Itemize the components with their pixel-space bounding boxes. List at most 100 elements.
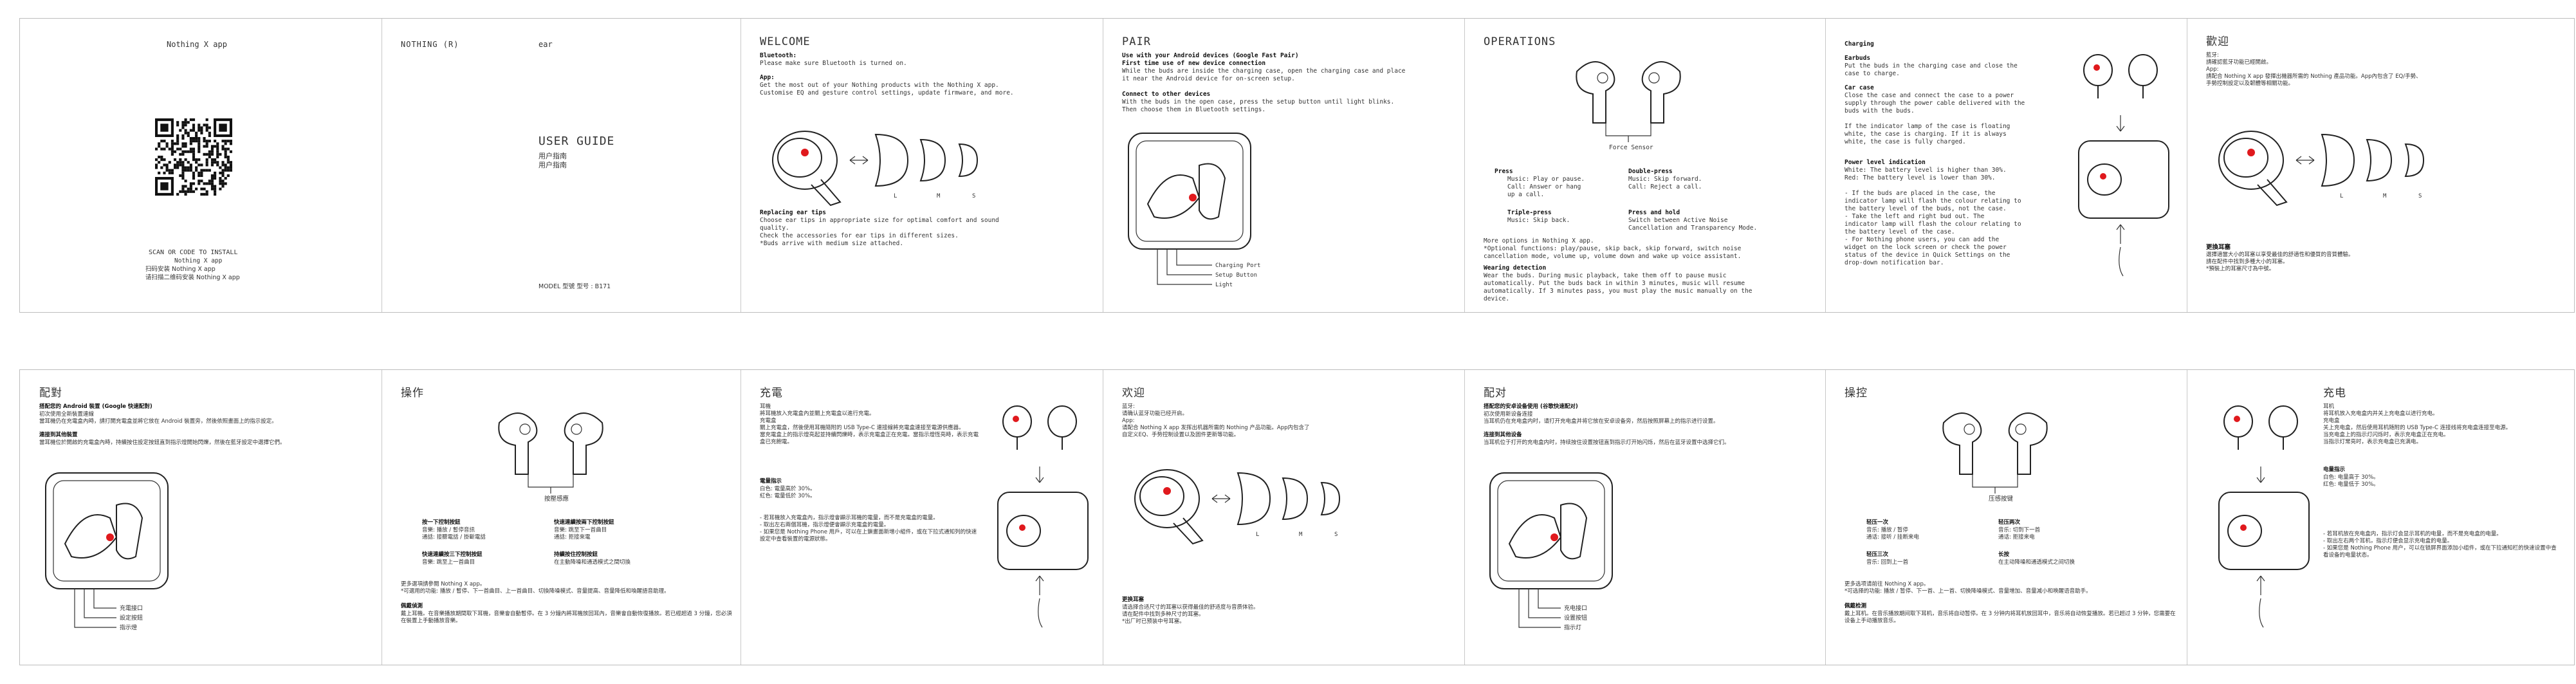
open-case-illustration: Charging Port Setup Button Light (1128, 133, 1260, 288)
other-devices-text: With the buds in the open case, press th… (1122, 98, 1395, 113)
manual-sheet-top: Nothing X app SCAN OR CODE TO INSTALL No… (19, 18, 2575, 313)
wearing-heading-tc: 佩戴偵測 (401, 603, 423, 609)
press-hold-text: Switch between Active Noise Cancellation… (1628, 217, 1758, 232)
fast-pair-heading-tc: 搭配您的 Android 裝置 (Google 快速配對) (39, 403, 152, 410)
scan-label-cn2: 请扫描二维码安装 Nothing X app (145, 274, 240, 281)
triple-press-text-sc: 音乐: 回到上一首 (1866, 559, 1909, 566)
first-use-text: While the buds are inside the charging c… (1122, 68, 1406, 82)
callout-charging-port-tc: 充電接口 (120, 604, 143, 612)
bluetooth-text: Please make sure Bluetooth is turned on. (760, 60, 907, 67)
callout-charging-port: Charging Port (1215, 263, 1260, 269)
power-notes-sc: - 若耳机放在充电盒内，指示灯会显示耳机的电量，而不是充电盒的电量。 - 取出左… (2323, 531, 2557, 559)
ear-tips-heading: Replacing ear tips (760, 209, 826, 216)
tip-size-s-sc: S (1334, 531, 1338, 538)
brand-logo: NOTHING (R) (401, 40, 459, 49)
other-devices-heading-sc: 连接到其他设备 (1484, 432, 1522, 438)
press-text: Music: Play or pause. Call: Answer or ha… (1507, 176, 1585, 198)
charging-illustration-sc (2218, 405, 2310, 628)
tip-size-m-sc: M (1299, 531, 1303, 538)
tip-size-s-tc: S (2418, 193, 2422, 199)
app-heading: App: (760, 74, 775, 81)
welcome-title-tc: 歡迎 (2206, 35, 2229, 48)
wearing-text: Wear the buds. During music playback, ta… (1484, 272, 1753, 302)
bluetooth-heading: Bluetooth: (760, 52, 797, 59)
guide-cn2: 用户指南 (538, 161, 567, 169)
earbuds-heading: Earbuds (1845, 55, 1871, 62)
tip-size-m-tc: M (2383, 193, 2387, 199)
app-text: Get the most out of your Nothing product… (760, 82, 1014, 97)
wearing-text-tc: 戴上耳機。在音樂播放期間取下耳機，音樂會自動暫停。在 3 分鐘內將耳機放回耳內，… (401, 611, 732, 624)
double-press-heading-tc: 快速連續按兩下控制按鈕 (554, 519, 614, 526)
press-hold-heading-sc: 长按 (1998, 551, 2010, 558)
double-press-text: Music: Skip forward. Call: Reject a call… (1628, 176, 1702, 190)
ear-tips-text: Choose ear tips in appropriate size for … (760, 217, 999, 247)
first-use-heading: First time use of new device connection (1122, 60, 1266, 67)
guide-cn1: 用户指南 (538, 152, 567, 160)
single-press-text-sc: 音乐: 播放 / 暂停 通话: 接听 / 挂断来电 (1866, 527, 1919, 541)
earbuds-illustration (1576, 61, 1681, 142)
double-press-heading: Double-press (1628, 168, 1673, 175)
first-use-text-sc: 初次使用新设备连接 当耳机仍在充电盒内时，请打开充电盒并将它放在安卓设备旁，然后… (1484, 411, 1719, 425)
ear-tip-illustration: L M S (772, 131, 979, 207)
triple-press-heading: Triple-press (1507, 209, 1552, 216)
earbuds-illustration-tc (498, 412, 603, 494)
wearing-heading-sc: 佩戴检测 (1845, 603, 1867, 609)
user-guide-title: USER GUIDE (538, 134, 615, 148)
scan-label: SCAN OR CODE TO INSTALL (149, 249, 238, 256)
wearing-heading: Wearing detection (1484, 264, 1547, 272)
scan-label-cn1: 扫码安装 Nothing X app (145, 266, 216, 273)
power-notes-tc: - 若耳機放入充電盒內，指示燈會顯示耳機的電量，而不是充電盒的電量。 - 取出左… (760, 515, 977, 542)
power-level-heading-sc: 电量指示 (2323, 467, 2346, 473)
charging-title: Charging (1845, 41, 1874, 48)
triple-press-text: Music: Skip back. (1507, 217, 1570, 224)
press-hold-heading: Press and hold (1628, 209, 1680, 216)
tip-size-l-sc: L (1256, 531, 1259, 538)
ear-tips-text-sc: 请选择合适尺寸的耳塞以获得最佳的舒适度与音质体验。 请在配件中找到多种尺寸的耳塞… (1122, 604, 1259, 625)
callout-light-sc: 指示灯 (1564, 624, 1581, 631)
more-options-text: More options in Nothing X app. *Optional… (1484, 237, 1742, 260)
operations-title-sc: 操控 (1845, 387, 1868, 400)
fast-pair-heading: Use with your Android devices (Google Fa… (1122, 52, 1299, 59)
ear-tips-heading-tc: 更換耳塞 (2206, 244, 2231, 251)
press-hold-text-sc: 在主动降噪和通透模式之间切换 (1998, 559, 2075, 566)
operations-title: OPERATIONS (1484, 35, 1556, 48)
earbuds-text: Put the buds in the charging case and cl… (1845, 62, 2018, 77)
app-name: Nothing X app (174, 257, 223, 264)
fast-pair-heading-sc: 搭配您的安卓设备使用 (谷歌快速配对) (1484, 403, 1578, 410)
pair-title-sc: 配对 (1484, 387, 1507, 400)
qr-code (155, 118, 232, 196)
manual-sheet-bottom: 配對 搭配您的 Android 裝置 (Google 快速配對) 初次使用全新裝… (19, 369, 2575, 665)
callout-setup-button-tc: 設定按鈕 (120, 614, 143, 622)
double-press-heading-sc: 轻压两次 (1998, 519, 2021, 526)
tip-size-l-tc: L (2340, 193, 2343, 199)
callout-setup-button: Setup Button (1215, 272, 1257, 279)
wearing-text-sc: 戴上耳机。在音乐播放期间取下耳机，音乐将自动暂停。在 3 分钟内将耳机放回耳中，… (1845, 611, 2176, 624)
double-press-text-sc: 音乐: 切到下一首 通话: 拒接来电 (1998, 527, 2041, 541)
operations-title-tc: 操作 (401, 387, 424, 400)
single-press-heading-sc: 轻压一次 (1866, 519, 1889, 526)
brand-label: Nothing X app (167, 40, 227, 49)
charging-illustration (2078, 54, 2169, 277)
other-devices-heading-tc: 連接到其他裝置 (39, 432, 78, 438)
earbuds-illustration-sc (1942, 412, 2048, 494)
welcome-text-tc: 藍牙: 請確認藍牙功能已經開啟。 App: 請配合 Nothing X app … (2206, 52, 2422, 87)
triple-press-text-tc: 音樂: 跳至上一首曲目 (422, 559, 475, 566)
charging-text-sc: 耳机 将耳机放入充电盒内并关上充电盒以进行充电。 充电盒 关上充电盒，然后使用耳… (2323, 403, 2512, 445)
tip-size-l: L (894, 193, 897, 199)
force-sensor-label-sc: 压感按键 (1989, 495, 2014, 503)
case-text: Close the case and connect the case to a… (1845, 92, 2025, 145)
callout-light: Light (1215, 282, 1233, 288)
welcome-title-sc: 欢迎 (1122, 387, 1145, 400)
triple-press-heading-tc: 快速連續按三下控制按鈕 (422, 551, 483, 558)
ear-tips-text-tc: 選擇適當大小的耳塞以享受最佳的舒適性和優質的音質體驗。 請在配件中找到多種大小的… (2206, 252, 2354, 272)
press-hold-heading-tc: 持續按住控制按鈕 (554, 551, 598, 558)
more-options-text-sc: 更多选项请前往 Nothing X app。 *可选择的功能: 播放 / 暂停、… (1845, 581, 2092, 595)
press-heading: Press (1495, 168, 1513, 175)
callout-charging-port-sc: 充电接口 (1564, 604, 1587, 612)
single-press-text-tc: 音樂: 播放 / 暫停音訊 通話: 接聽電話 / 掛斷電話 (422, 527, 486, 541)
pair-title: PAIR (1122, 35, 1151, 48)
tip-size-m: M (937, 193, 941, 199)
model-number: MODEL 型號 型号 : B171 (538, 283, 611, 290)
ear-tip-illustration-tc: L M S (2218, 131, 2425, 207)
welcome-title: WELCOME (760, 35, 811, 48)
